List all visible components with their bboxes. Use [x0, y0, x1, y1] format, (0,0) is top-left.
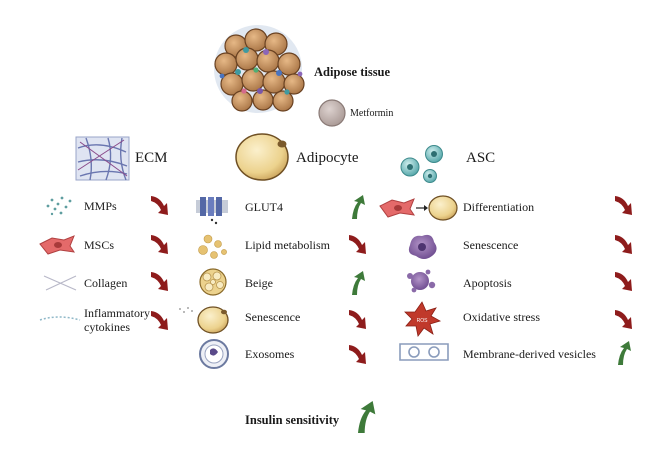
adipocyte-header: Adipocyte — [296, 150, 359, 166]
direction-arrow — [615, 235, 632, 254]
arrow-down-icon — [615, 310, 632, 329]
arrow-up-icon — [352, 195, 365, 219]
asc-item-label: Senescence — [463, 238, 519, 252]
ecm-item-label: cytokines — [84, 320, 130, 334]
arrow-down-icon — [151, 311, 168, 330]
direction-arrow — [615, 272, 632, 291]
ecm-item-label: MSCs — [84, 238, 115, 252]
ecm-item-label: Inflammatory — [84, 306, 150, 320]
beige-adipocyte-icon — [199, 268, 227, 296]
ros-icon: ROS — [404, 301, 442, 337]
arrow-down-icon — [151, 272, 168, 291]
arrow-down-icon — [151, 196, 168, 215]
direction-arrow — [615, 196, 632, 215]
ecm-icon — [75, 136, 130, 181]
adipocyte-item-label: Lipid metabolism — [245, 238, 330, 252]
direction-arrow — [352, 271, 365, 295]
senescent-asc-icon — [408, 234, 437, 259]
direction-arrow — [615, 310, 632, 329]
direction-arrow — [151, 235, 168, 254]
direction-arrow — [352, 195, 365, 219]
direction-arrow — [349, 310, 366, 329]
insulin-sensitivity-label: Insulin sensitivity — [245, 413, 340, 427]
arrow-down-icon — [349, 310, 366, 329]
arrow-down-icon — [615, 272, 632, 291]
mmps-icon — [46, 196, 72, 216]
metformin-icon — [318, 99, 346, 127]
adipocyte-item-label: Exosomes — [245, 347, 295, 361]
arrow-up-icon — [352, 271, 365, 295]
adipose-tissue-title: Adipose tissue — [314, 65, 391, 79]
ecm-header: ECM — [135, 150, 168, 166]
adipocyte-item-label: Senescence — [245, 310, 301, 324]
asc-item-label: Oxidative stress — [463, 310, 540, 324]
asc-cells-icon — [400, 145, 443, 183]
differentiation-icon — [379, 195, 458, 221]
collagen-icon — [43, 275, 77, 291]
asc-item-label: Apoptosis — [463, 276, 512, 290]
inflammatory-cytokines-icon — [39, 316, 81, 321]
direction-arrow — [618, 341, 631, 365]
lipid-metabolism-icon — [198, 234, 227, 259]
exosomes-icon — [199, 339, 229, 369]
arrow-up-icon — [358, 401, 376, 433]
arrow-down-icon — [615, 196, 632, 215]
adipose-tissue-icon — [214, 25, 305, 113]
glut4-icon — [196, 197, 228, 225]
arrow-down-icon — [151, 235, 168, 254]
asc-item-label: Membrane-derived vesicles — [463, 347, 596, 361]
apoptosis-icon — [407, 269, 436, 293]
direction-arrow — [349, 235, 366, 254]
arrow-down-icon — [615, 235, 632, 254]
adipocyte-item-label: GLUT4 — [245, 200, 283, 214]
adipocyte-item-label: Beige — [245, 276, 273, 290]
direction-arrow — [151, 196, 168, 215]
direction-arrow — [151, 311, 168, 330]
asc-item-label: Differentiation — [463, 200, 535, 214]
metformin-label: Metformin — [350, 108, 394, 119]
ecm-item-label: Collagen — [84, 276, 128, 290]
insulin-sensitivity-arrow — [358, 401, 376, 433]
arrow-down-icon — [349, 235, 366, 254]
arrow-up-icon — [618, 341, 631, 365]
membrane-vesicles-icon — [399, 343, 449, 361]
asc-header: ASC — [466, 150, 496, 166]
adipocyte-icon — [235, 133, 289, 181]
ecm-item-label: MMPs — [84, 199, 117, 213]
direction-arrow — [151, 272, 168, 291]
direction-arrow — [349, 345, 366, 364]
ros-label: ROS — [417, 318, 429, 324]
arrow-down-icon — [349, 345, 366, 364]
mscs-icon — [39, 235, 76, 255]
senescent-adipocyte-icon — [179, 306, 229, 334]
